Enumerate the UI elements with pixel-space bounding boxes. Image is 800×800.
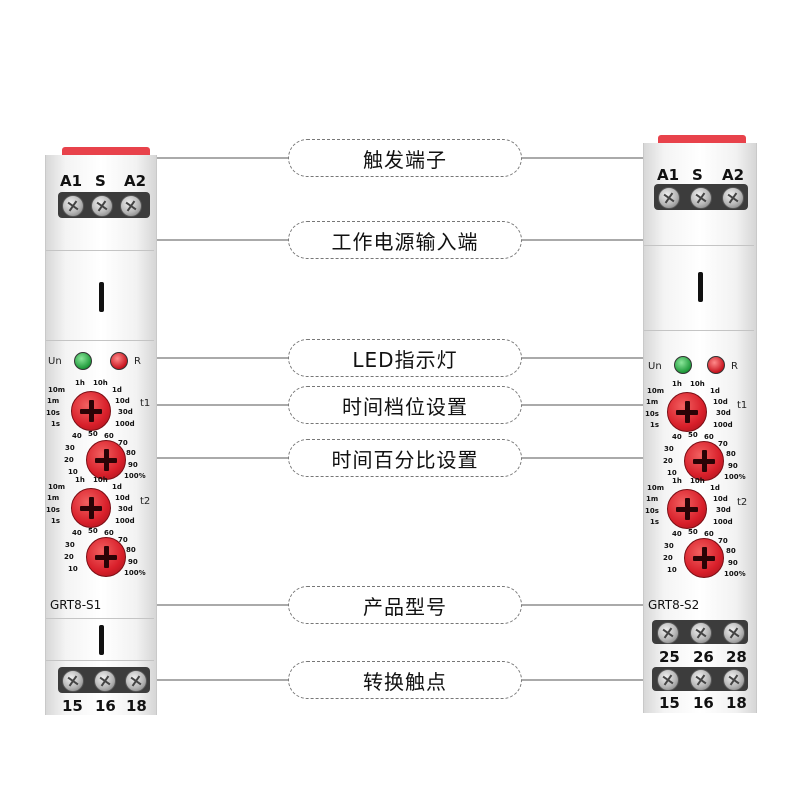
led-label-r: R bbox=[134, 356, 141, 367]
t2-label: t2 bbox=[140, 496, 151, 507]
divider bbox=[46, 660, 154, 661]
terminal-label: 18 bbox=[726, 694, 747, 712]
led-label-un: Un bbox=[648, 361, 662, 372]
callout-trigger-terminal: 触发端子 bbox=[288, 139, 522, 177]
terminal-label: 26 bbox=[693, 648, 714, 666]
terminal-label: 16 bbox=[693, 694, 714, 712]
divider bbox=[644, 245, 754, 246]
din-slot bbox=[99, 625, 104, 655]
screw-icon[interactable] bbox=[723, 622, 745, 644]
t2-label: t2 bbox=[737, 497, 748, 508]
screw-icon[interactable] bbox=[91, 195, 113, 217]
top-cap bbox=[658, 135, 746, 143]
terminal-label: 15 bbox=[659, 694, 680, 712]
time-percent-knob-t1[interactable] bbox=[684, 441, 724, 481]
model-label: GRT8-S2 bbox=[648, 598, 700, 612]
screw-icon[interactable] bbox=[657, 622, 679, 644]
divider bbox=[46, 340, 154, 341]
terminal-label: 25 bbox=[659, 648, 680, 666]
terminal-label: S bbox=[692, 166, 703, 184]
screw-icon[interactable] bbox=[120, 195, 142, 217]
device-body bbox=[643, 143, 757, 713]
din-slot bbox=[99, 282, 104, 312]
screw-icon[interactable] bbox=[62, 670, 84, 692]
screw-icon[interactable] bbox=[690, 669, 712, 691]
time-range-knob-t1[interactable] bbox=[667, 392, 707, 432]
screw-icon[interactable] bbox=[125, 670, 147, 692]
led-label-un: Un bbox=[48, 356, 62, 367]
time-percent-knob-t1[interactable] bbox=[86, 440, 126, 480]
terminal-label: A1 bbox=[657, 166, 680, 184]
power-led-icon bbox=[674, 356, 692, 374]
relay-led-icon bbox=[110, 352, 128, 370]
callout-product-model: 产品型号 bbox=[288, 586, 522, 624]
led-label-r: R bbox=[731, 361, 738, 372]
terminal-label: 28 bbox=[726, 648, 747, 666]
callout-time-range-setting: 时间档位设置 bbox=[288, 386, 522, 424]
divider bbox=[644, 330, 754, 331]
screw-icon[interactable] bbox=[690, 622, 712, 644]
t1-label: t1 bbox=[140, 398, 151, 409]
terminal-label: A1 bbox=[60, 172, 83, 190]
terminal-label: A2 bbox=[722, 166, 745, 184]
time-percent-knob-t2[interactable] bbox=[86, 537, 126, 577]
time-percent-knob-t2[interactable] bbox=[684, 538, 724, 578]
t1-label: t1 bbox=[737, 400, 748, 411]
power-led-icon bbox=[74, 352, 92, 370]
divider bbox=[46, 250, 154, 251]
screw-icon[interactable] bbox=[690, 187, 712, 209]
time-range-knob-t2[interactable] bbox=[667, 489, 707, 529]
terminal-label: S bbox=[95, 172, 106, 190]
screw-icon[interactable] bbox=[722, 187, 744, 209]
time-range-knob-t1[interactable] bbox=[71, 391, 111, 431]
callout-changeover-contact: 转换触点 bbox=[288, 661, 522, 699]
screw-icon[interactable] bbox=[658, 187, 680, 209]
screw-icon[interactable] bbox=[94, 670, 116, 692]
callout-power-input: 工作电源输入端 bbox=[288, 221, 522, 259]
screw-icon[interactable] bbox=[723, 669, 745, 691]
time-range-knob-t2[interactable] bbox=[71, 488, 111, 528]
terminal-label: A2 bbox=[124, 172, 147, 190]
callout-led-indicator: LED指示灯 bbox=[288, 339, 522, 377]
din-slot bbox=[698, 272, 703, 302]
top-cap bbox=[62, 147, 150, 155]
screw-icon[interactable] bbox=[657, 669, 679, 691]
device-body bbox=[45, 155, 157, 715]
callout-time-percent-setting: 时间百分比设置 bbox=[288, 439, 522, 477]
terminal-label: 16 bbox=[95, 697, 116, 715]
terminal-label: 15 bbox=[62, 697, 83, 715]
screw-icon[interactable] bbox=[62, 195, 84, 217]
divider bbox=[46, 618, 154, 619]
terminal-label: 18 bbox=[126, 697, 147, 715]
model-label: GRT8-S1 bbox=[50, 598, 102, 612]
relay-led-icon bbox=[707, 356, 725, 374]
